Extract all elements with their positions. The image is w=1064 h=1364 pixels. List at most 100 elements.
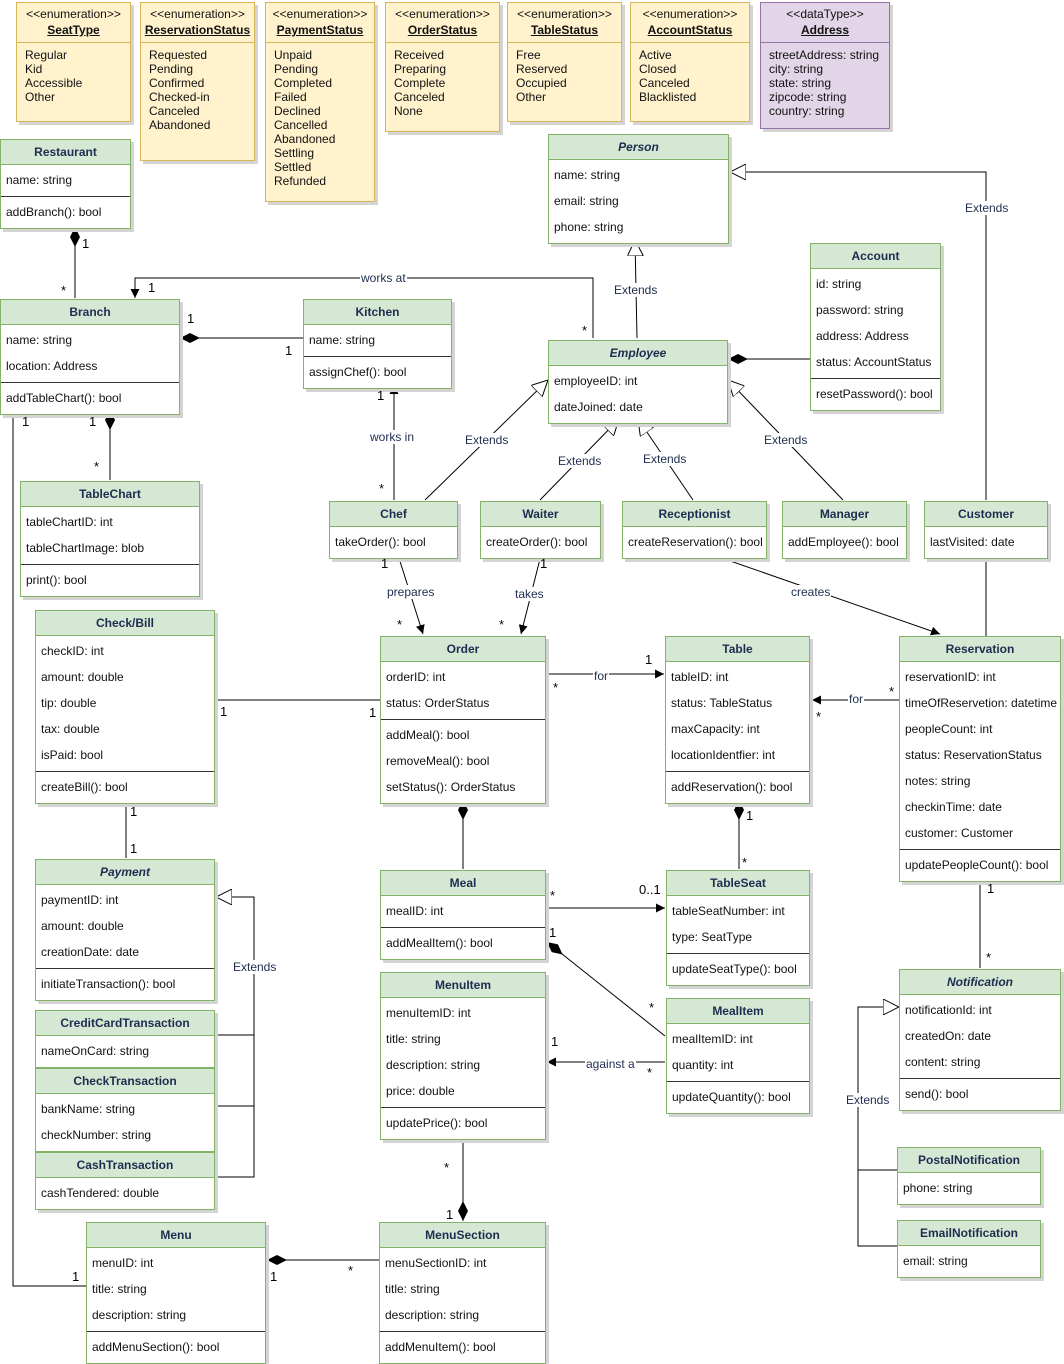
multiplicity: *	[444, 1160, 450, 1175]
class-tableseat: TableSeat tableSeatNumber: int type: Sea…	[666, 870, 810, 986]
class-emailnotification: EmailNotification email: string	[897, 1220, 1041, 1278]
enum-value: Closed	[639, 62, 677, 76]
stereotype: <<enumeration>>	[150, 7, 245, 21]
enum-name: PaymentStatus	[276, 23, 364, 37]
class-table: Table tableID: int status: TableStatus m…	[665, 636, 810, 804]
attribute-section: menuSectionID: int title: string descrip…	[380, 1248, 545, 1331]
attribute: addEmployee(): bool	[788, 535, 899, 549]
multiplicity: 1	[446, 1207, 454, 1222]
enum-value: Settling	[274, 146, 315, 160]
attribute: password: string	[816, 303, 904, 317]
edge-label-prepares: prepares	[386, 585, 436, 599]
class-kitchen: Kitchen name: string assignChef(): bool	[303, 299, 452, 389]
method-section: updateSeatType(): bool	[667, 953, 809, 985]
attribute: tax: double	[41, 722, 100, 736]
class-name: Manager	[783, 502, 906, 527]
attribute: lastVisited: date	[930, 535, 1015, 549]
enum-value: state: string	[769, 76, 832, 90]
attribute: phone: string	[554, 220, 624, 234]
multiplicity: *	[348, 1263, 354, 1278]
enum-value: Other	[516, 90, 547, 104]
multiplicity: 1	[369, 705, 377, 720]
class-menuitem: MenuItem menuItemID: int title: string d…	[380, 972, 546, 1140]
class-name: Table	[666, 637, 809, 662]
attribute: locationIdentfier: int	[671, 748, 776, 762]
class-customer: Customer lastVisited: date	[924, 501, 1048, 559]
method-section: updatePeopleCount(): bool	[900, 849, 1060, 881]
enum-value: Kid	[25, 62, 43, 76]
method: send(): bool	[905, 1087, 969, 1101]
enum-value: Abandoned	[274, 132, 336, 146]
multiplicity: 1	[22, 414, 30, 429]
method-section: resetPassword(): bool	[811, 378, 940, 410]
class-cashtransaction: CashTransaction cashTendered: double	[35, 1152, 215, 1210]
attribute: customer: Customer	[905, 826, 1014, 840]
enum-name: OrderStatus	[407, 23, 478, 37]
enum-values: Regular Kid Accessible Other	[17, 42, 130, 104]
enum-value: Regular	[25, 48, 68, 62]
attribute-section: mealID: int	[381, 896, 545, 927]
enum-values: Free Reserved Occupied Other	[508, 42, 621, 104]
multiplicity: 1	[270, 1269, 278, 1284]
multiplicity: 1	[148, 280, 156, 295]
attribute-section: tableSeatNumber: int type: SeatType	[667, 896, 809, 953]
class-name: TableChart	[21, 482, 199, 507]
attribute: title: string	[385, 1282, 440, 1296]
attribute: price: double	[386, 1084, 455, 1098]
attribute: checkID: int	[41, 644, 104, 658]
multiplicity: *	[553, 680, 559, 695]
attribute: name: string	[554, 168, 621, 182]
attribute: title: string	[386, 1032, 441, 1046]
edge-customer-person	[730, 172, 987, 500]
enum-value: Complete	[394, 76, 446, 90]
attribute-section: bankName: string checkNumber: string	[36, 1094, 214, 1151]
class-name: Waiter	[481, 502, 600, 527]
class-payment: Payment paymentID: int amount: double cr…	[35, 859, 215, 1001]
attribute-section: nameOnCard: string	[36, 1036, 214, 1067]
enum-name: ReservationStatus	[144, 23, 251, 37]
class-name: Chef	[330, 502, 457, 527]
attribute: employeeID: int	[554, 374, 638, 388]
class-name: Person	[549, 135, 728, 160]
method: removeMeal(): bool	[386, 754, 490, 768]
multiplicity: *	[94, 459, 100, 474]
enum-value: None	[394, 104, 423, 118]
enum-value: Free	[516, 48, 541, 62]
attribute: amount: double	[41, 670, 124, 684]
enum-paymentstatus: <<enumeration>> PaymentStatus Unpaid Pen…	[265, 2, 375, 202]
enum-values: Active Closed Canceled Blacklisted	[631, 42, 749, 104]
method-section: send(): bool	[900, 1078, 1060, 1110]
attribute: status: AccountStatus	[816, 355, 932, 369]
attribute-section: takeOrder(): bool	[330, 527, 457, 558]
attribute: tip: double	[41, 696, 97, 710]
class-name: Kitchen	[304, 300, 451, 325]
class-name: EmailNotification	[898, 1221, 1040, 1246]
enum-value: Settled	[274, 160, 312, 174]
attribute: reservationID: int	[905, 670, 996, 684]
class-name: Customer	[925, 502, 1047, 527]
attribute: tableSeatNumber: int	[672, 904, 785, 918]
stereotype: <<enumeration>>	[395, 7, 490, 21]
method-section: updateQuantity(): bool	[667, 1081, 809, 1113]
class-checkbill: Check/Bill checkID: int amount: double t…	[35, 610, 215, 804]
enum-value: country: string	[769, 104, 845, 118]
method-section: print(): bool	[21, 564, 199, 596]
attribute: bankName: string	[41, 1102, 136, 1116]
edge-notifications-notification	[857, 1007, 899, 1247]
enum-value: Accessible	[25, 76, 83, 90]
class-creditcardtransaction: CreditCardTransaction nameOnCard: string	[35, 1010, 215, 1068]
class-name: MenuItem	[381, 973, 545, 998]
attribute: notificationId: int	[905, 1003, 992, 1017]
method: updatePeopleCount(): bool	[905, 858, 1049, 872]
attribute: phone: string	[903, 1181, 973, 1195]
enum-orderstatus: <<enumeration>> OrderStatus Received Pre…	[385, 2, 500, 132]
enum-value: Confirmed	[149, 76, 205, 90]
enum-value: Active	[639, 48, 672, 62]
enum-value: Canceled	[639, 76, 690, 90]
multiplicity: *	[647, 1065, 653, 1080]
edge-label-extends-employee-person: Extends	[613, 283, 659, 297]
multiplicity: 1	[187, 311, 195, 326]
edge-label-extends-chef: Extends	[464, 433, 510, 447]
edge-label-creates: creates	[790, 585, 832, 599]
class-name: Order	[381, 637, 545, 662]
